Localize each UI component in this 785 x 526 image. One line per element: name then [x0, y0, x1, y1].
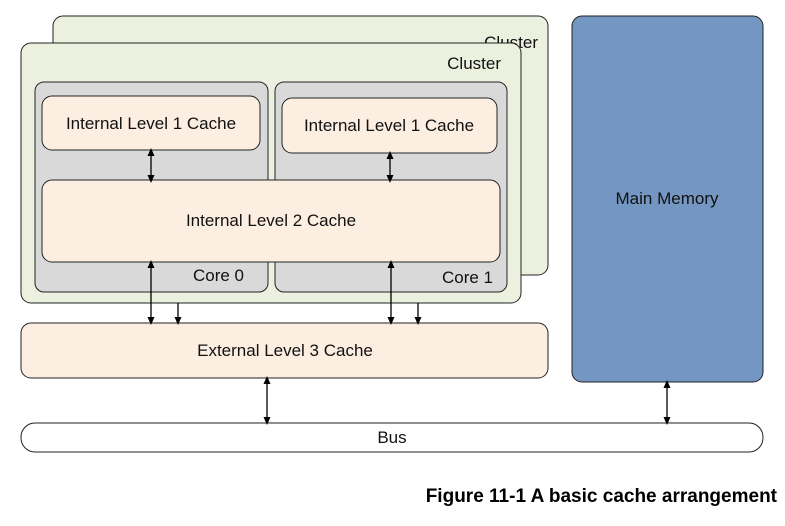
bus-box — [20, 422, 764, 453]
l2-cache-box — [41, 179, 501, 263]
core-0-label: Core 0 — [193, 266, 244, 285]
l3-cache-label: External Level 3 Cache — [197, 341, 373, 360]
core-1-label: Core 1 — [442, 268, 493, 287]
core-1-l1-cache-label: Internal Level 1 Cache — [304, 116, 474, 135]
figure-caption: Figure 11-1 A basic cache arrangement — [425, 486, 777, 507]
main-memory-label: Main Memory — [616, 189, 719, 208]
l3-cache-box — [20, 322, 549, 379]
core-0-l1-cache-label: Internal Level 1 Cache — [66, 114, 236, 133]
cluster-front-label: Cluster — [447, 54, 501, 73]
l2-cache-label: Internal Level 2 Cache — [186, 211, 356, 230]
bus-label: Bus — [377, 428, 406, 447]
